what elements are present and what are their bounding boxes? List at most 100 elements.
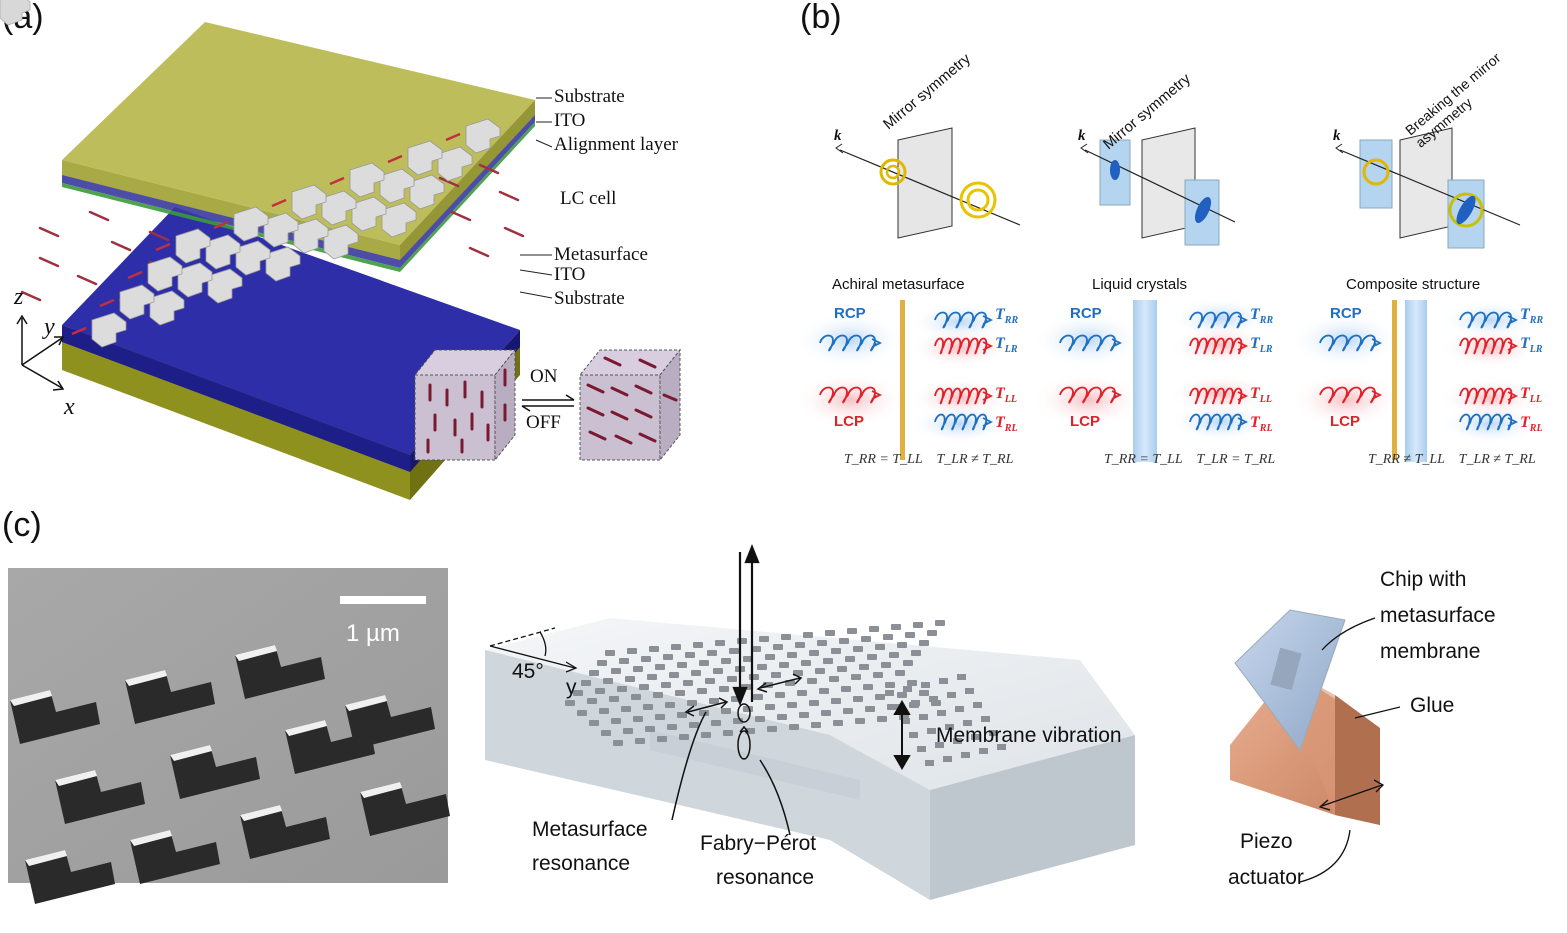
membrane-hole xyxy=(897,642,907,648)
membrane-hole xyxy=(809,650,819,656)
piezo-line2: actuator xyxy=(1228,866,1304,889)
membrane-hole xyxy=(963,720,972,726)
membrane-hole xyxy=(677,662,687,668)
membrane-hole xyxy=(577,710,587,716)
membrane-hole xyxy=(817,640,827,646)
membrane-hole xyxy=(609,696,619,702)
layer-label-substrate-top: Substrate xyxy=(554,86,625,107)
membrane-hole xyxy=(701,732,711,738)
b-output-t-lr: TLR xyxy=(1250,335,1273,356)
angle-label: 45° xyxy=(512,660,544,683)
membrane-hole xyxy=(823,658,833,664)
membrane-hole xyxy=(919,714,928,720)
membrane-hole xyxy=(655,664,665,670)
switch-off-label: OFF xyxy=(526,412,561,433)
membrane-hole xyxy=(631,694,641,700)
membrane-hole xyxy=(595,688,605,694)
membrane-hole xyxy=(719,686,729,692)
b-col3-title: Composite structure xyxy=(1346,276,1481,293)
membrane-hole xyxy=(715,640,725,646)
membrane-hole xyxy=(965,688,974,694)
membrane-hole xyxy=(773,644,783,650)
membrane-hole xyxy=(691,670,701,676)
membrane-hole xyxy=(809,700,819,706)
piezo-line1: Piezo xyxy=(1240,830,1293,853)
membrane-hole xyxy=(639,684,649,690)
resonance-arrows xyxy=(671,673,803,836)
lc-cube-off xyxy=(578,348,682,462)
membrane-hole xyxy=(875,644,885,650)
layer-label-alignment: Alignment layer xyxy=(554,134,678,155)
panel-b-label: (b) xyxy=(800,0,842,36)
membrane-hole xyxy=(803,632,813,638)
b-col3-lcp: LCP xyxy=(1330,413,1360,430)
b-output-t-rl: TRL xyxy=(1520,414,1543,435)
helix xyxy=(819,386,883,404)
axis-z-label: z xyxy=(14,284,24,310)
nanoblock xyxy=(271,184,327,220)
membrane-vibration-label: Membrane vibration xyxy=(936,724,1122,747)
membrane-hole xyxy=(855,718,865,724)
membrane-hole xyxy=(721,708,731,714)
membrane-hole xyxy=(989,730,998,736)
membrane-hole xyxy=(919,690,929,696)
membrane-hole xyxy=(757,664,767,670)
helix xyxy=(1459,311,1519,329)
membrane-hole xyxy=(819,688,829,694)
b-col2-title: Liquid crystals xyxy=(1092,276,1188,293)
sem-l-shape xyxy=(360,782,450,836)
membrane-hole xyxy=(687,700,697,706)
metasurface-resonance-line2: resonance xyxy=(532,852,631,875)
membrane-hole xyxy=(839,638,849,644)
membrane-hole xyxy=(775,692,785,698)
helix xyxy=(1189,311,1249,329)
membrane-hole xyxy=(767,726,777,732)
helix xyxy=(1189,387,1249,405)
lc-cube-on xyxy=(413,348,517,462)
sem-l-shape xyxy=(55,770,145,824)
b-output-t-lr: TLR xyxy=(1520,335,1543,356)
nanoblock xyxy=(99,284,155,320)
membrane-hole xyxy=(611,668,621,674)
membrane-hole xyxy=(589,670,599,676)
helix xyxy=(1459,387,1519,405)
membrane-hole xyxy=(807,678,817,684)
membrane-hole xyxy=(565,700,575,706)
helix xyxy=(934,413,994,431)
b-col2-transmission xyxy=(1033,298,1270,462)
membrane-hole xyxy=(765,704,775,710)
membrane-hole xyxy=(619,658,629,664)
membrane-hole xyxy=(657,736,667,742)
nanoblock xyxy=(127,256,183,292)
membrane-hole xyxy=(911,650,921,656)
b-col3-schematic xyxy=(1335,127,1521,249)
helix xyxy=(1059,334,1123,352)
sem-l-shape xyxy=(10,690,100,744)
b-output-t-rr: TRR xyxy=(1250,306,1274,327)
membrane-hole xyxy=(847,628,857,634)
sem-scale-label: 1 µm xyxy=(346,620,400,647)
membrane-hole xyxy=(961,752,970,758)
membrane-hole xyxy=(883,634,893,640)
membrane-hole xyxy=(885,682,895,688)
helix xyxy=(1459,337,1519,355)
membrane-hole xyxy=(845,656,855,662)
membrane-hole xyxy=(821,710,831,716)
membrane-hole xyxy=(723,730,733,736)
axis-y-label: y xyxy=(44,314,55,340)
membrane-hole xyxy=(751,646,761,652)
membrane-hole xyxy=(815,668,825,674)
membrane-hole xyxy=(647,674,657,680)
membrane-hole xyxy=(713,668,723,674)
nanoblock xyxy=(71,312,127,348)
membrane-hole xyxy=(603,678,613,684)
membrane-hole xyxy=(843,708,853,714)
membrane-vibration-arrow xyxy=(893,700,911,770)
membrane-hole xyxy=(861,636,871,642)
membrane-hole xyxy=(867,654,877,660)
b-col1-title: Achiral metasurface xyxy=(832,276,965,293)
nanoblock xyxy=(387,140,443,176)
